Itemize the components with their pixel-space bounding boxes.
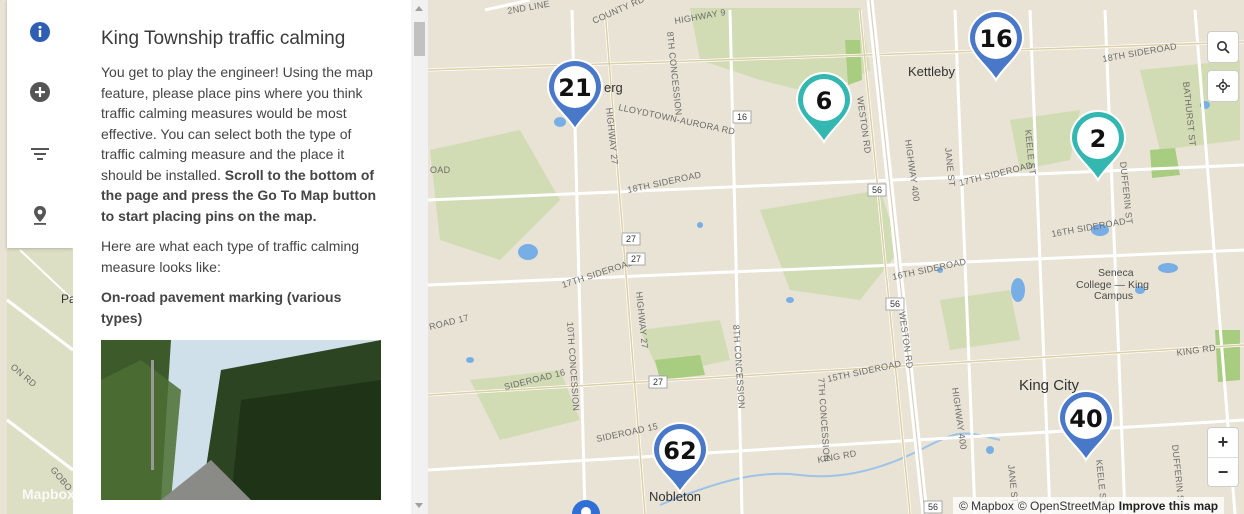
map-pin[interactable] (572, 500, 600, 514)
route-shield: 56 (890, 299, 900, 309)
place-label-nobleton: Nobleton (649, 489, 701, 504)
place-label-king-city: King City (1019, 377, 1080, 394)
attribution-osm-link[interactable]: © OpenStreetMap (1017, 498, 1115, 513)
mapbox-logo[interactable]: Mapbox (22, 486, 75, 502)
road-label: JANE ST (1006, 464, 1020, 504)
road-label: OAD (430, 165, 451, 175)
types-intro: Here are what each type of traffic calmi… (101, 238, 360, 275)
cluster-pin[interactable]: 62 (651, 422, 709, 495)
cluster-count: 21 (558, 74, 591, 102)
cluster-pin[interactable]: 21 (546, 59, 604, 132)
panel-scrollbar[interactable] (411, 0, 428, 514)
place-label-pa: Pa (61, 292, 76, 306)
info-panel: King Township traffic calming You get to… (73, 0, 411, 514)
attribution-mapbox-link[interactable]: © Mapbox (959, 498, 1014, 513)
cluster-pin[interactable]: 6 (795, 72, 853, 145)
panel-title: King Township traffic calming (101, 28, 346, 49)
improve-map-link[interactable]: Improve this map (1118, 498, 1219, 513)
place-label-kettleby: Kettleby (908, 64, 955, 79)
map-search-button[interactable] (1207, 31, 1239, 63)
location-button[interactable] (28, 203, 52, 227)
search-icon (1217, 41, 1230, 54)
road-label: JANE ST (943, 147, 957, 187)
intro-bold-text: Scroll to the bottom of the page and pre… (101, 166, 377, 224)
scroll-thumb[interactable] (414, 22, 425, 56)
route-shield: 56 (928, 502, 938, 512)
road-label: KEELE ST (1094, 459, 1109, 505)
filter-button[interactable] (28, 142, 52, 166)
zoom-control: + − (1207, 427, 1239, 487)
cluster-count: 62 (663, 437, 696, 465)
cluster-count: 6 (816, 87, 833, 115)
place-label-seneca: Seneca (1098, 267, 1134, 279)
section-heading: On-road pavement marking (various types) (101, 289, 342, 326)
pavement-marking-photo (101, 340, 381, 500)
info-button[interactable] (28, 20, 52, 44)
intro-text: You get to play the engineer! Using the … (101, 64, 373, 183)
route-shield: 16 (737, 112, 747, 122)
geolocate-button[interactable] (1207, 70, 1239, 102)
route-shield: 27 (626, 234, 636, 244)
panel-intro: You get to play the engineer! Using the … (101, 62, 381, 226)
scroll-up-arrow-icon[interactable] (415, 6, 423, 11)
location-pin-icon (34, 206, 46, 225)
add-icon (30, 82, 50, 102)
cluster-pin[interactable]: 2 (1069, 110, 1127, 183)
place-label-seneca: College — King (1076, 279, 1149, 291)
crosshair-icon (1216, 79, 1230, 93)
filter-icon (31, 148, 49, 160)
add-pin-button[interactable] (28, 80, 52, 104)
tool-rail (7, 0, 73, 248)
cluster-count: 40 (1069, 405, 1102, 433)
info-icon (30, 22, 50, 42)
route-shield: 27 (631, 254, 641, 264)
route-shield: 27 (653, 377, 663, 387)
road-label: KEELE ST (1023, 129, 1038, 175)
cluster-count: 2 (1090, 125, 1107, 153)
route-shield: 56 (872, 185, 882, 195)
cluster-pin[interactable]: 16 (967, 10, 1025, 83)
cluster-count: 16 (979, 25, 1012, 53)
cluster-pin[interactable]: 40 (1057, 390, 1115, 463)
place-label-seneca: Campus (1094, 290, 1133, 302)
map-attribution: © Mapbox © OpenStreetMap Improve this ma… (953, 497, 1225, 514)
zoom-in-button[interactable]: + (1208, 428, 1238, 458)
place-label-erg: erg (604, 80, 623, 95)
zoom-out-button[interactable]: − (1217, 462, 1229, 482)
scroll-down-arrow-icon[interactable] (415, 503, 423, 508)
